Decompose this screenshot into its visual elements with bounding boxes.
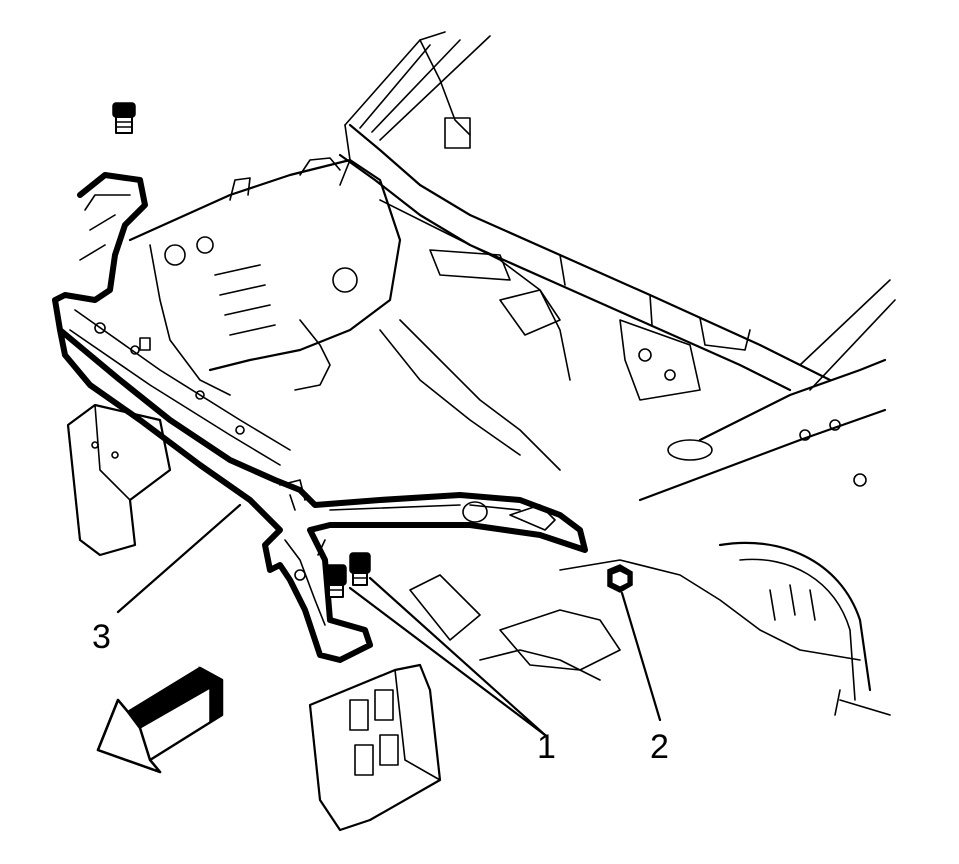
front-direction-arrow-icon xyxy=(96,666,224,774)
nut xyxy=(607,564,633,593)
body-structure xyxy=(66,31,896,832)
radiator-support-panel xyxy=(52,172,588,663)
leader-line-1a xyxy=(348,586,547,737)
bolt-left xyxy=(325,564,347,598)
leader-line-2 xyxy=(620,591,662,722)
leader-lines xyxy=(116,503,662,737)
callout-1: 1 xyxy=(537,728,556,766)
leader-line-3 xyxy=(116,503,242,614)
leader-line-1b xyxy=(368,576,547,737)
loose-bolt-top xyxy=(112,102,136,134)
bolt-right xyxy=(349,552,371,586)
callout-2: 2 xyxy=(650,728,669,766)
callout-3: 3 xyxy=(92,618,111,656)
